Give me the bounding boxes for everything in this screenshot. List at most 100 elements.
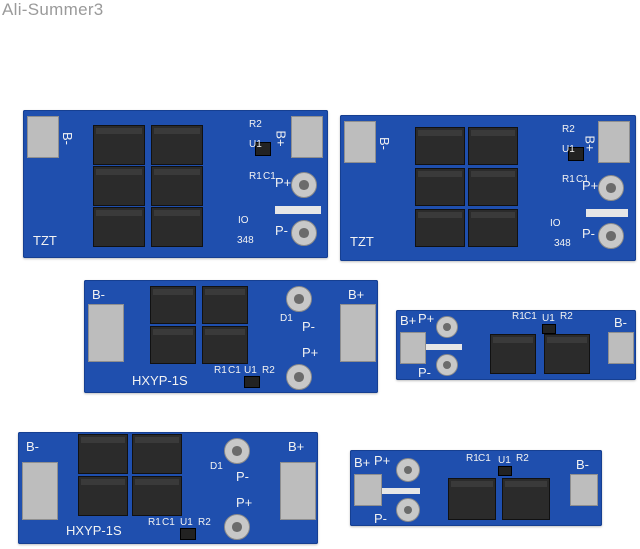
mosfet	[415, 127, 465, 165]
mosfet	[448, 478, 496, 520]
b-plus-pad	[291, 116, 323, 158]
protection-ic	[542, 324, 556, 334]
r2-label: R2	[249, 119, 262, 130]
mosfet	[78, 476, 128, 516]
b-minus-label: B-	[26, 439, 39, 454]
board-number: 348	[237, 235, 254, 246]
p-minus-label: P-	[418, 365, 431, 380]
u1-label: U1	[562, 144, 575, 155]
mosfet	[468, 168, 518, 206]
r2-label: R2	[262, 365, 275, 376]
r1-label: R1	[562, 174, 575, 185]
bridge-strip	[426, 344, 462, 350]
mosfet	[132, 476, 182, 516]
protection-ic	[498, 466, 512, 476]
b-plus-pad	[340, 304, 376, 362]
mosfet	[544, 334, 590, 374]
pcb-board-3: B- B+ P- D1 P+ HXYP-1S R1 C1 U1 R2	[84, 280, 378, 393]
b-plus-label: B+	[582, 135, 598, 152]
r2-label: R2	[560, 311, 573, 322]
c1-label: C1	[162, 517, 175, 528]
c1-label: C1	[478, 453, 491, 464]
u1-label: U1	[180, 517, 193, 528]
p-plus-label: P+	[236, 495, 253, 510]
io-label: IO	[550, 218, 561, 229]
p-plus-label: P+	[418, 311, 435, 326]
u1-label: U1	[249, 139, 262, 150]
r2-label: R2	[516, 453, 529, 464]
mosfet	[78, 434, 128, 474]
p-plus-pad	[598, 175, 624, 201]
bridge-strip	[586, 209, 628, 217]
protection-ic	[180, 528, 196, 540]
p-minus-label: P-	[236, 469, 249, 484]
b-minus-label: B-	[60, 132, 75, 145]
c1-label: C1	[524, 311, 537, 322]
mosfet	[502, 478, 550, 520]
mosfet	[468, 209, 518, 247]
p-plus-label: P+	[275, 175, 292, 190]
p-minus-label: P-	[374, 511, 387, 526]
r1-label: R1	[249, 171, 262, 182]
p-minus-pad	[224, 438, 250, 464]
b-minus-label: B-	[377, 137, 392, 150]
r2-label: R2	[562, 124, 575, 135]
p-minus-label: P-	[302, 319, 315, 334]
b-plus-pad	[280, 462, 316, 520]
b-plus-label: B+	[288, 439, 305, 454]
model-label: HXYP-1S	[66, 523, 122, 538]
c1-label: C1	[228, 365, 241, 376]
b-plus-label: B+	[348, 287, 365, 302]
b-plus-pad	[400, 332, 426, 364]
mosfet	[202, 326, 248, 364]
r1-label: R1	[466, 453, 479, 464]
pcb-board-1: B- B+ R2 U1 R1 C1 P+ P- IO 348 TZT	[23, 110, 328, 258]
b-minus-pad	[88, 304, 124, 362]
u1-label: U1	[542, 313, 555, 324]
r1-label: R1	[512, 311, 525, 322]
p-plus-pad	[396, 458, 420, 482]
b-minus-pad	[344, 121, 376, 163]
p-minus-pad	[286, 286, 312, 312]
pcb-board-5: B- B+ P- D1 P+ HXYP-1S R1 C1 U1 R2	[18, 432, 318, 544]
mosfet	[151, 207, 203, 247]
p-minus-pad	[436, 354, 458, 376]
mosfet	[490, 334, 536, 374]
p-plus-label: P+	[582, 178, 599, 193]
p-plus-pad	[436, 316, 458, 338]
p-minus-pad	[291, 220, 317, 246]
b-minus-label: B-	[614, 315, 627, 330]
pcb-board-2: B- B+ R2 U1 R1 C1 P+ P- IO 348 TZT	[340, 115, 636, 261]
r1-label: R1	[148, 517, 161, 528]
u1-label: U1	[244, 365, 257, 376]
mosfet	[150, 286, 196, 324]
b-minus-label: B-	[92, 287, 105, 302]
board-code: TZT	[33, 233, 57, 248]
protection-ic	[244, 376, 260, 388]
mosfet	[415, 168, 465, 206]
c1-label: C1	[263, 171, 276, 182]
p-plus-pad	[224, 514, 250, 540]
io-label: IO	[238, 215, 249, 226]
pcb-board-4: B+ P+ P- R1 C1 U1 R2 B-	[396, 310, 636, 380]
model-label: HXYP-1S	[132, 373, 188, 388]
b-minus-pad	[570, 474, 598, 506]
p-plus-label: P+	[302, 345, 319, 360]
p-minus-label: P-	[582, 226, 595, 241]
protection-ic	[568, 147, 584, 161]
b-plus-pad	[598, 121, 630, 163]
pcb-board-6: B+ P+ P- R1 C1 U1 R2 B-	[350, 450, 602, 526]
p-plus-pad	[286, 364, 312, 390]
board-number: 348	[554, 238, 571, 249]
mosfet	[151, 166, 203, 206]
b-plus-label: B+	[354, 455, 371, 470]
mosfet	[150, 326, 196, 364]
mosfet	[93, 125, 145, 165]
mosfet	[468, 127, 518, 165]
b-minus-label: B-	[576, 457, 589, 472]
b-plus-label: B+	[273, 130, 289, 147]
p-plus-label: P+	[374, 453, 391, 468]
r1-label: R1	[214, 365, 227, 376]
b-minus-pad	[27, 116, 59, 158]
p-minus-label: P-	[275, 223, 288, 238]
